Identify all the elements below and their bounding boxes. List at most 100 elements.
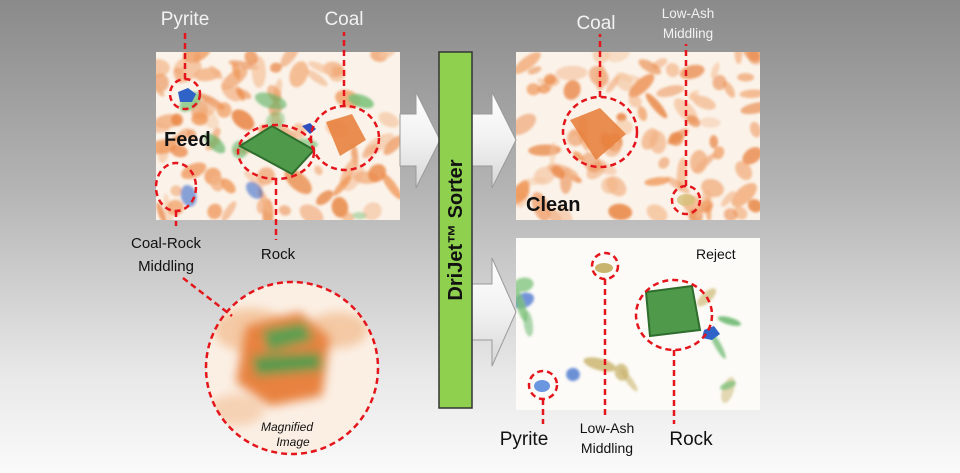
texture-particle <box>236 89 252 100</box>
texture-particle <box>563 80 581 100</box>
texture-particle <box>637 106 648 121</box>
texture-particle <box>363 202 382 220</box>
texture-particle <box>692 95 716 110</box>
texture-particle <box>606 176 627 197</box>
reject-label: Reject <box>696 246 736 262</box>
texture-particle <box>280 52 300 67</box>
texture-particle <box>731 182 757 207</box>
texture-particle <box>170 144 188 158</box>
texture-particle <box>689 150 708 174</box>
texture-particle <box>734 52 743 65</box>
texture-particle <box>314 165 323 176</box>
texture-particle <box>171 113 184 127</box>
texture-particle <box>381 172 400 200</box>
reject-output-arrow <box>471 257 517 367</box>
texture-particle <box>516 180 530 205</box>
reject-pyrite-particle <box>702 326 720 340</box>
texture-particle <box>739 89 760 99</box>
texture-particle <box>207 203 223 220</box>
clean-output-arrow <box>471 91 517 189</box>
texture-particle <box>717 316 742 326</box>
texture-particle <box>723 81 736 98</box>
texture-particle <box>638 59 662 75</box>
texture-particle <box>204 133 226 154</box>
texture-particle <box>156 75 165 97</box>
texture-particle <box>628 73 655 98</box>
texture-particle <box>383 135 400 155</box>
texture-particle <box>308 61 334 75</box>
reject-callout-pyrite: Pyrite <box>500 429 549 450</box>
texture-particle <box>551 165 565 179</box>
texture-particle <box>537 84 551 94</box>
texture-particle <box>543 73 557 86</box>
texture-particle <box>616 112 627 122</box>
feed-panel: Feed <box>156 52 400 220</box>
texture-particle <box>747 199 760 213</box>
texture-particle <box>748 52 760 65</box>
texture-particle <box>555 65 588 81</box>
feed-callout-pyrite: Pyrite <box>161 9 210 30</box>
texture-particle <box>713 146 725 160</box>
magnified-image: Magnified Image <box>204 280 380 456</box>
texture-particle <box>719 380 737 390</box>
texture-particle <box>721 191 736 207</box>
texture-particle <box>343 164 365 192</box>
texture-particle <box>156 139 177 155</box>
texture-particle <box>257 167 275 186</box>
magnified-label-line2: Image <box>276 435 310 449</box>
texture-particle <box>232 62 241 80</box>
feed-coal-particle <box>326 114 366 156</box>
texture-particle <box>709 135 719 149</box>
feed-pyrite-particle <box>178 88 196 102</box>
texture-particle <box>254 92 287 110</box>
texture-particle <box>699 117 721 128</box>
texture-particle <box>191 112 208 126</box>
texture-particle <box>549 141 557 166</box>
reject-callout-middling-line2: Middling <box>581 440 633 456</box>
texture-particle <box>210 175 225 192</box>
texture-particle <box>156 202 167 220</box>
texture-particle <box>710 62 720 79</box>
texture-particle <box>617 73 642 83</box>
texture-particle <box>606 76 620 93</box>
texture-particle <box>228 60 259 70</box>
texture-particle <box>694 192 702 219</box>
feed-label: Feed <box>164 129 211 151</box>
texture-particle <box>379 52 396 59</box>
texture-particle <box>209 65 223 80</box>
texture-particle <box>289 61 309 88</box>
texture-particle <box>331 196 349 218</box>
texture-particle <box>370 52 388 62</box>
texture-particle <box>614 363 629 381</box>
texture-particle <box>665 62 680 78</box>
magnified-label-line1: Magnified <box>261 420 313 434</box>
feed-callout-middling-line1: Coal-Rock <box>131 235 202 252</box>
texture-particle <box>333 175 352 196</box>
input-arrow <box>399 91 441 189</box>
texture-particle <box>378 112 400 128</box>
texture-particle <box>256 199 265 214</box>
reject-small-pyrite <box>534 380 550 392</box>
texture-particle <box>548 207 562 220</box>
texture-particle <box>156 59 170 78</box>
texture-particle <box>243 170 265 189</box>
texture-particle <box>182 52 211 64</box>
texture-particle <box>231 109 255 131</box>
texture-particle <box>656 85 685 98</box>
texture-particle <box>531 192 551 220</box>
texture-particle <box>712 74 727 91</box>
texture-particle <box>688 92 699 102</box>
feed-callout-middling-line2: Middling <box>138 258 194 275</box>
texture-particle <box>278 205 291 216</box>
texture-particle <box>740 101 760 115</box>
texture-particle <box>251 56 266 88</box>
texture-particle <box>646 204 668 220</box>
texture-particle <box>595 64 606 91</box>
sorter-label: DriJet™ Sorter <box>445 159 467 300</box>
texture-particle <box>516 289 528 323</box>
texture-particle <box>566 367 580 382</box>
texture-particle <box>569 128 580 138</box>
texture-particle <box>676 157 688 190</box>
clean-callout-coal: Coal <box>576 13 615 34</box>
